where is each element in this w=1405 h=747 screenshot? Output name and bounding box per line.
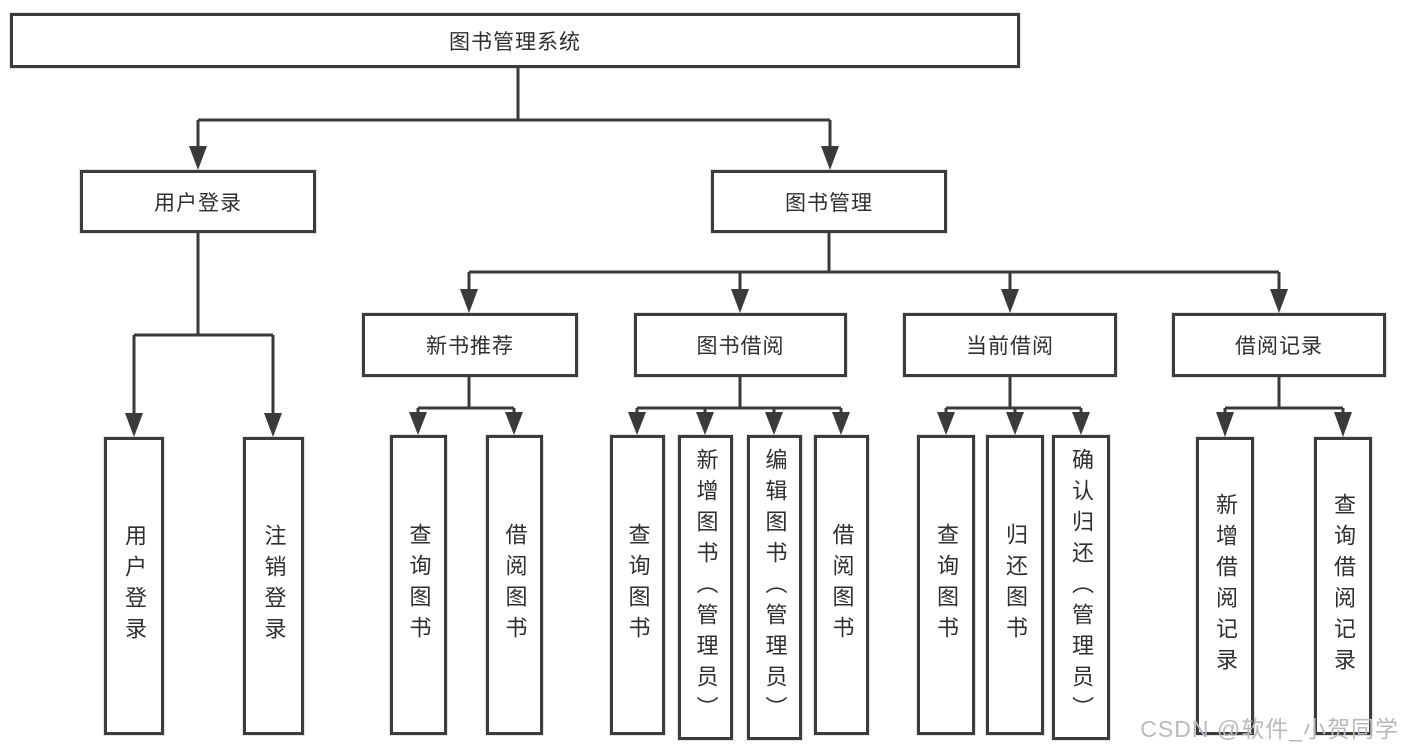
node-br-add-record: 新增借阅记录 — [1196, 437, 1254, 735]
node-label: 编辑图书（管理员） — [762, 448, 788, 727]
connector-current-borrow-children — [937, 377, 1090, 435]
node-bb-add-books-admin: 新增图书（管理员） — [678, 435, 733, 740]
node-book-management: 图书管理 — [711, 170, 947, 233]
node-label: 用户登录 — [122, 524, 147, 648]
node-cb-query-books: 查询图书 — [917, 435, 975, 735]
node-label: 确认归还（管理员） — [1069, 448, 1094, 727]
connector-new-book-rec-children — [409, 377, 523, 435]
node-new-book-recommendation: 新书推荐 — [362, 313, 578, 377]
csdn-watermark: CSDN @软件_小贺同学 — [1140, 716, 1399, 742]
node-user-login: 用户登录 — [80, 170, 316, 233]
connector-borrow-records-children — [1216, 377, 1352, 437]
node-library-management-system: 图书管理系统 — [10, 13, 1020, 68]
node-label: 查询图书 — [406, 523, 432, 647]
node-rec-borrow-books: 借阅图书 — [486, 435, 543, 735]
node-label: 借阅记录 — [1235, 335, 1323, 358]
node-logout: 注销登录 — [243, 437, 304, 735]
connector-user-login-children — [125, 233, 282, 437]
node-label: 查询图书 — [625, 523, 651, 647]
node-label: 新书推荐 — [426, 335, 514, 358]
node-label: 用户登录 — [154, 191, 242, 215]
node-label: 图书管理 — [785, 191, 873, 215]
node-cb-confirm-return-admin: 确认归还（管理员） — [1052, 435, 1110, 740]
connector-book-borrow-children — [628, 377, 850, 435]
node-label: 当前借阅 — [966, 335, 1054, 358]
node-current-borrowing: 当前借阅 — [903, 313, 1117, 377]
node-label: 注销登录 — [261, 524, 287, 648]
node-rec-query-books: 查询图书 — [390, 435, 447, 735]
node-label: 查询借阅记录 — [1331, 493, 1356, 679]
node-borrowing-records: 借阅记录 — [1172, 313, 1386, 377]
node-label: 新增借阅记录 — [1213, 493, 1238, 679]
node-label: 借阅图书 — [829, 523, 855, 647]
node-cb-return-books: 归还图书 — [986, 435, 1044, 735]
node-bb-borrow-books: 借阅图书 — [814, 435, 869, 735]
node-label: 归还图书 — [1003, 523, 1028, 647]
node-bb-edit-books-admin: 编辑图书（管理员） — [747, 435, 802, 740]
node-label: 图书管理系统 — [449, 30, 581, 54]
node-label: 查询图书 — [934, 523, 959, 647]
connector-book-mgmt-children — [460, 233, 1288, 313]
node-label: 借阅图书 — [502, 523, 528, 647]
node-br-query-record: 查询借阅记录 — [1314, 437, 1372, 735]
node-label: 图书借阅 — [696, 335, 785, 358]
node-label: 新增图书（管理员） — [693, 448, 719, 727]
connector-root-to-level2 — [189, 68, 839, 170]
node-book-borrowing: 图书借阅 — [634, 313, 847, 377]
node-bb-query-books: 查询图书 — [610, 435, 665, 735]
node-user-login-leaf: 用户登录 — [104, 437, 164, 735]
